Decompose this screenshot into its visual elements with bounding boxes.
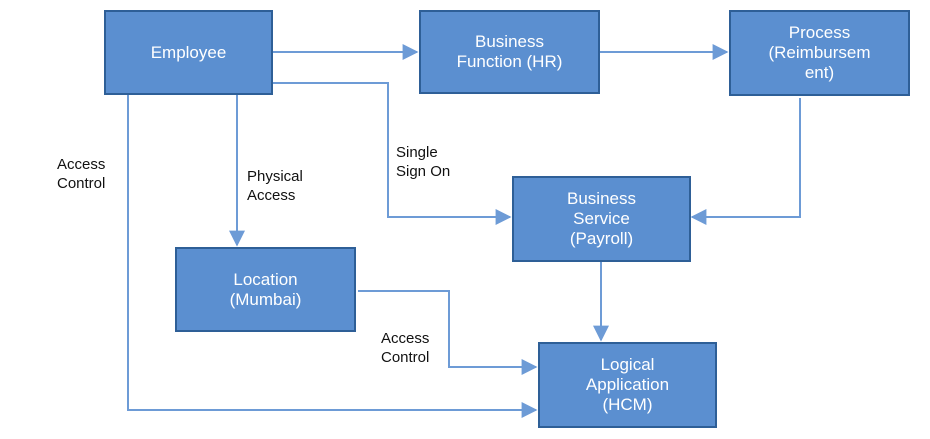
edge-label-single-sign-on: Single Sign On — [396, 143, 450, 181]
node-location[interactable]: Location (Mumbai) — [175, 247, 356, 332]
node-business-service-line-1: Business — [567, 189, 636, 208]
node-logical-application-line-1: Logical — [600, 355, 655, 374]
node-business-function-line-1: Business — [475, 32, 544, 51]
node-business-service[interactable]: Business Service (Payroll) — [512, 176, 691, 262]
edge-employee-to-business-service — [273, 82, 512, 225]
node-logical-application[interactable]: Logical Application (HCM) — [538, 342, 717, 428]
edge-employee-to-logical-application — [127, 95, 538, 418]
node-logical-application-line-3: (HCM) — [602, 395, 653, 414]
node-process-line-3: ent) — [804, 63, 835, 82]
edge-label-single-sign-on-line-1: Single — [396, 144, 438, 161]
node-business-service-line-3: (Payroll) — [569, 229, 634, 248]
edge-process-to-business-service — [690, 98, 801, 225]
node-business-service-line-2: Service — [573, 209, 630, 228]
edge-label-access-control-bottom-line-1: Access — [381, 330, 430, 347]
edge-label-access-control-left-line-1: Access — [57, 156, 106, 173]
node-process-line-1: Process — [788, 23, 851, 42]
node-process-line-2: (Reimbursem — [768, 43, 871, 62]
edge-label-access-control-left-line-2: Control — [57, 175, 106, 192]
edge-label-physical-access-line-2: Access — [247, 187, 296, 204]
edge-label-physical-access: Physical Access — [247, 167, 303, 205]
node-employee[interactable]: Employee — [104, 10, 273, 95]
node-location-line-1: Location — [233, 269, 298, 289]
node-process[interactable]: Process (Reimbursem ent) — [729, 10, 910, 96]
edge-label-access-control-bottom-line-2: Control — [381, 349, 430, 366]
node-business-function-line-2: Function (HR) — [456, 52, 563, 71]
edge-label-physical-access-line-1: Physical — [247, 168, 303, 185]
edge-label-access-control-bottom: Access Control — [381, 329, 429, 367]
edge-location-to-logical-application — [358, 290, 538, 375]
node-location-line-2: (Mumbai) — [229, 289, 302, 309]
node-logical-application-line-2: Application — [585, 375, 670, 394]
node-employee-line-1: Employee — [150, 42, 227, 62]
node-business-function[interactable]: Business Function (HR) — [419, 10, 600, 94]
edge-label-single-sign-on-line-2: Sign On — [396, 163, 451, 180]
edge-label-access-control-left: Access Control — [57, 155, 105, 193]
